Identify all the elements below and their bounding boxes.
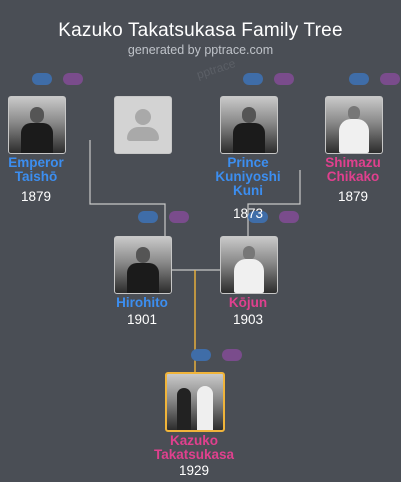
- person-photo-kojun[interactable]: [220, 236, 278, 294]
- person-name[interactable]: Emperor Taishō: [8, 155, 64, 184]
- badge-blue[interactable]: [191, 349, 211, 361]
- badge-blue[interactable]: [138, 211, 158, 223]
- badge-purple[interactable]: [274, 73, 294, 85]
- person-placeholder-icon[interactable]: [114, 96, 172, 154]
- badge-blue[interactable]: [243, 73, 263, 85]
- person-photo-kazuko[interactable]: [165, 372, 225, 432]
- person-photo-taisho[interactable]: [8, 96, 66, 154]
- page-subtitle: generated by pptrace.com: [127, 43, 274, 57]
- person-year: 1873: [232, 206, 264, 221]
- person-year: 1929: [178, 463, 210, 478]
- badge-purple[interactable]: [63, 73, 83, 85]
- person-name[interactable]: Kōjun: [228, 295, 268, 310]
- badge-purple[interactable]: [222, 349, 242, 361]
- person-year: 1879: [337, 189, 369, 204]
- badge-purple[interactable]: [169, 211, 189, 223]
- person-name[interactable]: Kazuko Takatsukasa: [153, 433, 235, 462]
- person-photo-hirohito[interactable]: [114, 236, 172, 294]
- person-year: 1901: [126, 312, 158, 327]
- badge-blue[interactable]: [248, 211, 268, 223]
- person-photo-kuniyoshi[interactable]: [220, 96, 278, 154]
- badge-purple[interactable]: [279, 211, 299, 223]
- badge-blue[interactable]: [32, 73, 52, 85]
- page-title: Kazuko Takatsukasa Family Tree: [58, 20, 343, 41]
- badge-purple[interactable]: [380, 73, 400, 85]
- person-year: 1903: [232, 312, 264, 327]
- person-photo-chikako[interactable]: [325, 96, 383, 154]
- person-year: 1879: [20, 189, 52, 204]
- person-name[interactable]: Prince Kuniyoshi Kuni: [215, 155, 281, 198]
- person-name[interactable]: Shimazu Chikako: [325, 155, 381, 184]
- badge-blue[interactable]: [349, 73, 369, 85]
- person-name[interactable]: Hirohito: [116, 295, 168, 310]
